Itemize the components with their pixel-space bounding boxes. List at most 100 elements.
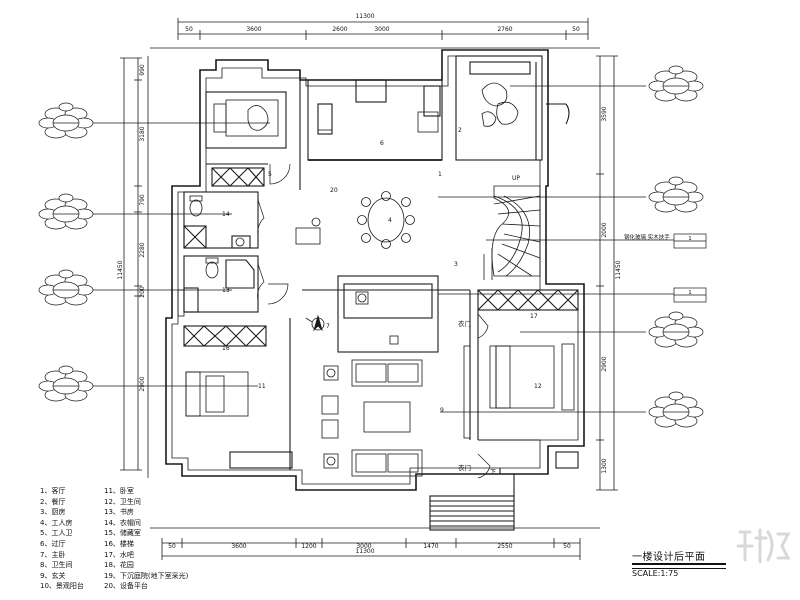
legend-item: 7、主卧 — [40, 550, 66, 559]
index-bubble-icon — [38, 193, 94, 230]
right-dimension-chain — [596, 55, 618, 491]
stair-icon — [483, 185, 541, 280]
building-walls — [165, 49, 585, 491]
bottom-segment-dimension: 1200 — [301, 543, 316, 550]
left-segment-dimension: 2280 — [139, 242, 146, 257]
bottom-segment-dimension: 50 — [168, 543, 176, 550]
room-number: 7 — [326, 323, 330, 330]
legend-item: 20、设备平台 — [104, 582, 148, 591]
bottom-segment-dimension: 2550 — [497, 543, 512, 550]
index-bubble-icon — [648, 391, 704, 428]
right-segment-dimension: 2000 — [601, 222, 608, 237]
door-label: 衣门 — [458, 463, 471, 472]
top-segment-dimension: 2760 — [497, 26, 512, 33]
top-segment-dimension: 2600 — [332, 26, 347, 33]
left-dimension-chain — [120, 56, 149, 478]
drawing-title: 一楼设计后平面 — [632, 552, 706, 563]
compass-icon — [305, 314, 325, 332]
watermark-logo — [736, 528, 791, 564]
room-number: 1 — [438, 171, 442, 178]
room-number: 9 — [440, 407, 444, 414]
drawing-title-block: 一楼设计后平面 SCALE:1:75 — [632, 548, 706, 578]
legend-item: 2、餐厅 — [40, 497, 66, 506]
legend-item: 9、玄关 — [40, 571, 66, 580]
left-total-dimension: 11450 — [117, 260, 124, 279]
room-number: 14 — [222, 211, 230, 218]
top-segment-dimension: 3600 — [246, 26, 261, 33]
bed-icon — [489, 343, 575, 411]
room-number: 2 — [458, 127, 462, 134]
bottom-segment-dimension: 50 — [563, 543, 571, 550]
legend-item: 6、过厅 — [40, 539, 66, 548]
right-segment-dimension: 1300 — [601, 458, 608, 473]
left-segment-dimension: 790 — [139, 194, 146, 206]
index-bubble-icon — [648, 311, 704, 348]
top-segment-dimension: 3000 — [374, 26, 389, 33]
room-number: 12 — [534, 383, 542, 390]
legend-item: 16、楼梯 — [104, 539, 134, 548]
top-segment-dimension: 50 — [185, 26, 193, 33]
index-bubble-icon — [38, 65, 704, 428]
index-bubble-icon — [38, 365, 94, 402]
room-legend-right: 11、卧室 12、卫生间 13、书房 14、衣帽间 15、储藏室 16、楼梯 1… — [104, 486, 188, 592]
room-number: 13 — [222, 287, 230, 294]
legend-item: 10、景观阳台 — [40, 582, 84, 591]
room-number: 6 — [380, 140, 384, 147]
bed-icon — [213, 99, 279, 137]
legend-item: 4、工人房 — [40, 518, 73, 527]
callout-box-stair — [673, 233, 707, 303]
legend-item: 3、厨房 — [40, 508, 66, 517]
room-number: 5 — [268, 171, 272, 178]
right-segment-dimension: 3590 — [601, 106, 608, 121]
legend-item: 13、书房 — [104, 508, 134, 517]
right-total-dimension: 11450 — [615, 260, 622, 279]
door-label: 衣门 — [458, 319, 471, 328]
stair-up-label: UP — [512, 175, 520, 182]
index-bubble-icon — [38, 269, 94, 306]
dining-table-icon — [357, 191, 415, 249]
index-bubble-icon — [648, 176, 704, 213]
callout-box-value: 1 — [688, 290, 692, 296]
room-legend-left: 1、客厅 2、餐厅 3、厨房 4、工人房 5、工人卫 6、过厅 7、主卧 8、卫… — [40, 486, 84, 592]
legend-item: 5、工人卫 — [40, 529, 73, 538]
legend-item: 12、卫生间 — [104, 497, 141, 506]
stair-down-label: 下 — [490, 469, 496, 476]
sofa-icon — [321, 359, 423, 477]
bed-icon — [185, 371, 249, 417]
title-underline — [632, 563, 726, 569]
room-number: 4 — [388, 217, 392, 224]
bottom-segment-dimension: 3600 — [231, 543, 246, 550]
legend-item: 17、水吧 — [104, 550, 134, 559]
callout-box-value: 1 — [688, 236, 692, 242]
left-segment-dimension: 990 — [139, 64, 146, 76]
room-number: 16 — [222, 345, 230, 352]
legend-item: 19、下沉庭院(地下室采光) — [104, 571, 189, 580]
legend-item: 18、花园 — [104, 561, 134, 570]
top-segment-dimension: 50 — [572, 26, 580, 33]
furniture — [177, 82, 575, 477]
room-number: 17 — [530, 313, 538, 320]
interior-partitions — [183, 55, 579, 531]
legend-item: 11、卧室 — [104, 487, 134, 495]
top-total-dimension: 11300 — [355, 13, 374, 20]
index-bubble-icon — [38, 102, 94, 139]
drawing-scale: SCALE:1:75 — [632, 569, 679, 578]
bottom-segment-dimension: 3000 — [356, 543, 371, 550]
right-segment-dimension: 2900 — [601, 356, 608, 371]
bottom-total-dimension: 11300 — [355, 548, 374, 555]
legend-item: 8、卫生间 — [40, 561, 73, 570]
bottom-dimension-chain — [150, 527, 600, 560]
legend-item: 1、客厅 — [40, 487, 66, 495]
callout-leaders — [86, 85, 674, 413]
left-segment-dimension: 3180 — [139, 126, 146, 141]
index-bubble-icon — [648, 65, 704, 102]
door-swings — [257, 163, 491, 479]
left-segment-dimension: 200 — [139, 286, 146, 298]
stair-note: 钢化玻璃 实木扶手 — [624, 233, 670, 241]
bottom-segment-dimension: 1470 — [423, 543, 438, 550]
left-segment-dimension: 2900 — [139, 376, 146, 391]
top-dimension-chain — [150, 18, 600, 49]
room-number: 3 — [454, 261, 458, 268]
legend-item: 15、储藏室 — [104, 529, 141, 538]
